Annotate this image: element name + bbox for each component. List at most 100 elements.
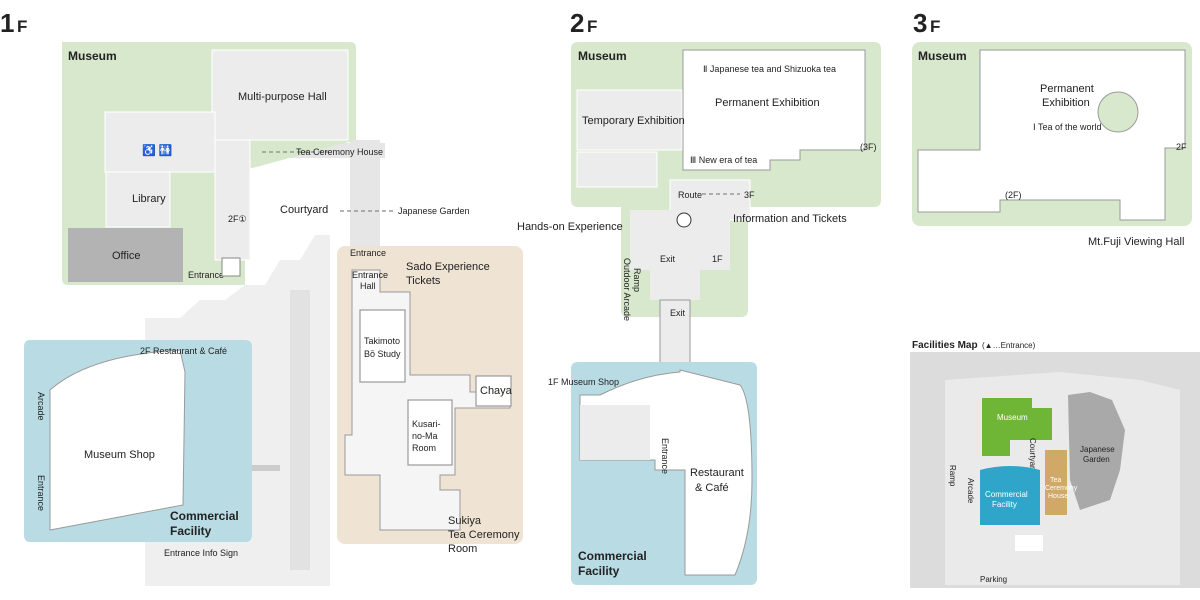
connector-corridor — [659, 299, 691, 371]
permanent-3f-label-b: Exhibition — [1042, 97, 1090, 109]
elevator-icon — [221, 257, 241, 277]
stairs-2f-a-label: (2F) — [1005, 190, 1022, 200]
map-commercial — [980, 466, 1040, 525]
tea-world-label: Ⅰ Tea of the world — [1033, 122, 1102, 132]
multipurpose-hall-label: Multi-purpose Hall — [238, 91, 327, 103]
museum-label-3f: Museum — [918, 49, 967, 63]
library-label: Library — [132, 193, 166, 205]
corridor — [350, 140, 380, 250]
info-icon — [676, 212, 692, 228]
outdoor-arcade-label-b: Ramp — [632, 268, 642, 292]
information-label: Information and Tickets — [733, 213, 847, 225]
entrance-museum-label: Entrance — [188, 270, 224, 280]
museum-label-1f: Museum — [68, 49, 117, 63]
entrance-tea-label: Entrance — [350, 248, 386, 258]
kusari-label-b: no-Ma — [412, 431, 438, 441]
multipurpose-hall — [211, 49, 349, 141]
commercial-label-1f-b: Facility — [170, 524, 212, 538]
floor-2f-number: 2 — [570, 8, 584, 38]
route-label: Route — [678, 190, 702, 200]
outdoor-arcade-label-a: Outdoor Arcade — [622, 258, 632, 321]
entrance-info-sign: Entrance Info Sign — [164, 548, 238, 558]
map-tea-label-a: Tea — [1050, 477, 1061, 484]
museum-shop-route: 1F Museum Shop — [548, 377, 619, 387]
map-garden-label-a: Japanese — [1080, 445, 1115, 454]
map-courtyard-label: Courtyard — [1028, 438, 1037, 473]
japanese-garden-route: Japanese Garden — [398, 206, 470, 216]
commercial-label-2f-a: Commercial — [578, 549, 647, 563]
japanese-tea-label: Ⅱ Japanese tea and Shizuoka tea — [703, 64, 836, 74]
map-commercial-label-a: Commercial — [985, 490, 1028, 499]
commercial-label-1f-a: Commercial — [170, 509, 239, 523]
courtyard-label: Courtyard — [280, 204, 328, 216]
map-ramp-label: Ramp — [948, 465, 957, 487]
sukiya-label-b: Tea Ceremony — [448, 529, 520, 541]
map-tea-label-b: Ceremony — [1045, 485, 1078, 492]
accessible-icon: ♿ 🚻 — [142, 144, 173, 157]
new-era-label: Ⅲ New era of tea — [690, 155, 757, 165]
map-parking-label: Parking — [980, 575, 1007, 584]
restaurant-label-a: Restaurant — [690, 467, 744, 479]
permanent-exhibition-label: Permanent Exhibition — [715, 97, 820, 109]
restroom-area — [104, 111, 216, 173]
museum-label-2f: Museum — [578, 49, 627, 63]
takimoto-study — [359, 309, 406, 383]
map-japanese-garden — [1068, 392, 1125, 510]
restaurant-label-b: & Café — [695, 482, 729, 494]
takimoto-label-a: Takimoto — [364, 336, 400, 346]
floor-1f: 1 F Museum Multi-purpose Hall ♿ 🚻 Librar… — [0, 8, 523, 586]
tea-ceremony-house-route: Tea Ceremony House — [296, 147, 383, 157]
map-garden-label-b: Garden — [1083, 455, 1110, 464]
floor-1f-suffix: F — [17, 17, 27, 36]
floor-3f-suffix: F — [930, 17, 940, 36]
kusari-room — [407, 399, 453, 466]
entrance-hall-label-a: Entrance — [352, 270, 388, 280]
sado-label-a: Sado Experience — [406, 261, 490, 273]
stairs-1f-label: 1F — [712, 254, 723, 264]
map-museum-label: Museum — [997, 413, 1028, 422]
route-3f-label: 3F — [744, 190, 755, 200]
map-restroom-icon — [1015, 535, 1043, 551]
office — [68, 228, 183, 282]
kusari-label-c: Room — [412, 443, 436, 453]
permanent-3f-label-a: Permanent — [1040, 83, 1094, 95]
exit-label-2: Exit — [670, 308, 686, 318]
stairs-3f-label: (3F) — [860, 142, 877, 152]
stair-hall — [214, 139, 251, 261]
sukiya-label-a: Sukiya — [448, 515, 482, 527]
commercial-label-2f-b: Facility — [578, 564, 620, 578]
chaya — [475, 375, 512, 407]
facilities-title: Facilities Map — [912, 340, 978, 351]
exit-label-1: Exit — [660, 254, 676, 264]
facilities-legend: (▲…Entrance) — [982, 341, 1036, 350]
entrance-2f-label: Entrance — [660, 438, 670, 474]
floor-3f: 3 F Museum Permanent Exhibition Ⅰ Tea of… — [912, 8, 1192, 248]
temporary-exhibition — [576, 89, 683, 151]
restaurant-route: 2F Restaurant & Café — [140, 346, 227, 356]
museum-shop-room — [49, 349, 186, 531]
restroom-2f — [576, 151, 658, 188]
hands-on-area — [630, 210, 730, 300]
map-tea-house — [1045, 450, 1067, 515]
facilities-map: Facilities Map (▲…Entrance) Museum Japan… — [910, 340, 1200, 588]
sado-label-b: Tickets — [406, 275, 441, 287]
stairs-2f-b-label: 2F — [1176, 142, 1187, 152]
entrance-hall-label-b: Hall — [360, 281, 376, 291]
hands-on-label: Hands-on Experience — [517, 221, 623, 233]
office-label: Office — [112, 250, 141, 262]
viewing-hall-label: Mt.Fuji Viewing Hall — [1088, 236, 1184, 248]
arcade-label-1f: Arcade — [36, 392, 46, 421]
chaya-label: Chaya — [480, 385, 513, 397]
floor-1f-number: 1 — [0, 8, 14, 38]
sukiya-label-c: Room — [448, 543, 477, 555]
map-museum — [982, 398, 1052, 456]
kusari-label-a: Kusari- — [412, 419, 441, 429]
walkway-path — [290, 290, 310, 570]
takimoto-label-b: Bō Study — [364, 349, 401, 359]
floor-2f-suffix: F — [587, 17, 597, 36]
map-arcade-label: Arcade — [966, 478, 975, 504]
floor-2f: 2 F Museum Ⅱ Japanese tea and Shizuoka t… — [517, 8, 881, 585]
museum-shop-label: Museum Shop — [84, 449, 155, 461]
permanent-exhibition-room — [682, 49, 866, 171]
